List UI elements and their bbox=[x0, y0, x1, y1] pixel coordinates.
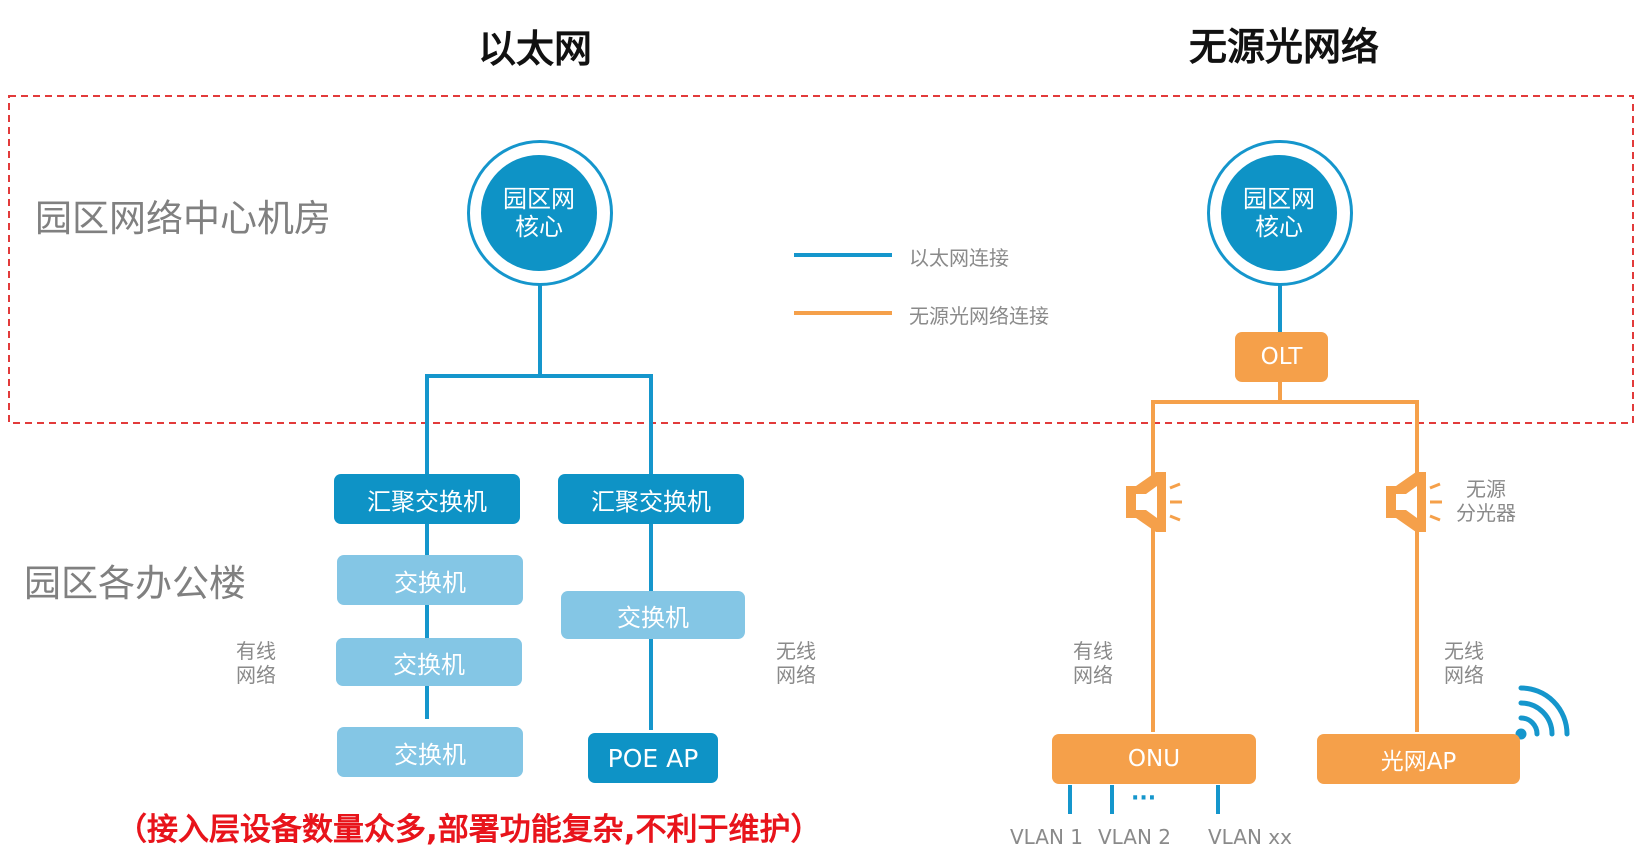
access-switch-right: 交换机 bbox=[561, 591, 745, 639]
ethernet-title: 以太网 bbox=[478, 27, 593, 71]
legend-pon-text: 无源光网络连接 bbox=[909, 304, 1049, 328]
splitter-icon-left bbox=[1126, 472, 1182, 532]
wifi-icon bbox=[1515, 685, 1570, 740]
ethernet-core-node: 园区网 核心 bbox=[481, 155, 597, 271]
pon-core-node: 园区网 核心 bbox=[1221, 155, 1337, 271]
vlan-ports bbox=[1068, 785, 1220, 814]
maintenance-note: （接入层设备数量众多,部署功能复杂,不利于维护） bbox=[116, 812, 822, 848]
access-switch-3: 交换机 bbox=[337, 727, 523, 777]
legend-ethernet-text: 以太网连接 bbox=[909, 246, 1009, 270]
core-label-line1: 园区网 bbox=[503, 185, 575, 213]
zone-label-data-center: 园区网络中心机房 bbox=[35, 197, 331, 240]
poe-ap: POE AP bbox=[588, 733, 718, 783]
zone-label-office-buildings: 园区各办公楼 bbox=[24, 562, 246, 605]
ethernet-wired-network-label: 有线网络 bbox=[236, 639, 276, 687]
data-center-boundary bbox=[8, 95, 1634, 424]
onu-device: ONU bbox=[1052, 734, 1256, 784]
splitter-icon-right bbox=[1386, 472, 1442, 532]
access-switch-2: 交换机 bbox=[336, 638, 522, 686]
core-label-line2: 核心 bbox=[1255, 213, 1303, 241]
ethernet-wireless-network-label: 无线网络 bbox=[776, 639, 816, 687]
pon-title: 无源光网络 bbox=[1189, 25, 1380, 69]
access-switch-1: 交换机 bbox=[337, 555, 523, 605]
aggregation-switch-left: 汇聚交换机 bbox=[334, 474, 520, 524]
optical-ap-device: 光网AP bbox=[1317, 734, 1520, 784]
aggregation-switch-right: 汇聚交换机 bbox=[558, 474, 744, 524]
pon-wireless-network-label: 无线网络 bbox=[1444, 639, 1484, 687]
core-label-line1: 园区网 bbox=[1243, 185, 1315, 213]
vlan-label-xx: VLAN xx bbox=[1208, 825, 1292, 849]
core-label-line2: 核心 bbox=[515, 213, 563, 241]
passive-splitter-label: 无源分光器 bbox=[1456, 477, 1516, 525]
vlan-label-2: VLAN 2 bbox=[1098, 825, 1172, 849]
pon-wired-network-label: 有线网络 bbox=[1073, 639, 1113, 687]
pon-links bbox=[1151, 382, 1419, 732]
vlan-label-1: VLAN 1 bbox=[1010, 825, 1084, 849]
olt-device: OLT bbox=[1235, 332, 1328, 382]
vlan-ellipsis: ··· bbox=[1131, 786, 1157, 811]
